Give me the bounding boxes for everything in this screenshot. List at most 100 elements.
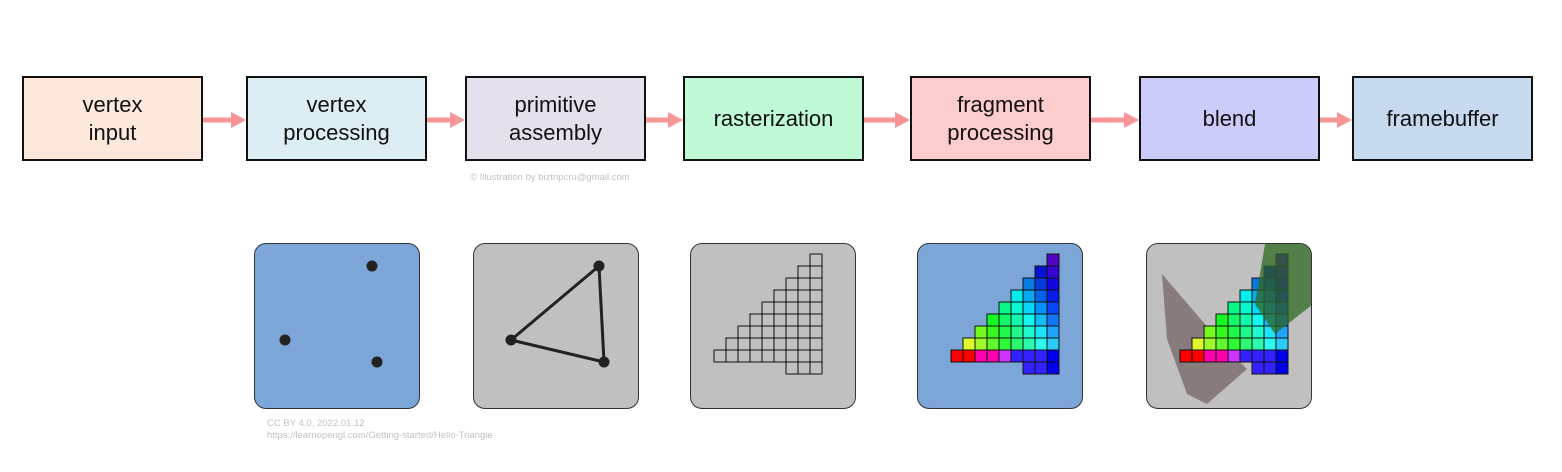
- stage-primitive-assembly: primitive assembly: [465, 76, 646, 161]
- fragment-cell: [1203, 349, 1217, 363]
- fragment-cell: [1227, 325, 1241, 339]
- fragment-cell: [1046, 325, 1060, 339]
- blended-shape: [1255, 244, 1311, 334]
- fragment-cell: [1034, 277, 1048, 291]
- fragment-cell: [797, 325, 811, 339]
- fragment-cell: [998, 301, 1012, 315]
- fragment-cell: [773, 337, 787, 351]
- license-url: https://learnopengl.com/Getting-started/…: [267, 430, 493, 441]
- fragment-cell: [1010, 301, 1024, 315]
- fragment-cell: [1022, 313, 1036, 327]
- fragment-cell: [809, 361, 823, 375]
- fragment-cell: [1034, 349, 1048, 363]
- fragment-cell: [1046, 349, 1060, 363]
- fragment-cell: [1034, 265, 1048, 279]
- fragment-cell: [1275, 349, 1289, 363]
- fragment-cell: [809, 265, 823, 279]
- illustration-credit: © Illustration by biztripcru@gmail.com: [470, 172, 630, 183]
- fragment-cell: [1239, 289, 1253, 303]
- fragment-cell: [773, 325, 787, 339]
- fragment-cell: [809, 253, 823, 267]
- thumb-raster-grid: [690, 243, 856, 409]
- fragment-cell: [1179, 349, 1193, 363]
- fragment-cell: [1215, 337, 1229, 351]
- fragment-cell: [1239, 349, 1253, 363]
- fragment-cell: [749, 337, 763, 351]
- fragment-cell: [1239, 301, 1253, 315]
- vertex-dot: [279, 334, 291, 346]
- fragment-cell: [1191, 349, 1205, 363]
- fragment-cell: [1251, 349, 1265, 363]
- fragment-cell: [737, 325, 751, 339]
- fragment-cell: [974, 325, 988, 339]
- fragment-cell: [1239, 325, 1253, 339]
- stage-rasterization: rasterization: [683, 76, 864, 161]
- fragment-cell: [1034, 313, 1048, 327]
- triangle-illustration: [505, 260, 610, 368]
- vertex-dot: [593, 260, 605, 272]
- fragment-cell: [962, 337, 976, 351]
- fragment-cell: [761, 313, 775, 327]
- fragment-cell: [773, 313, 787, 327]
- stage-label: framebuffer: [1386, 105, 1499, 131]
- fragment-cell: [998, 325, 1012, 339]
- fragment-cell: [1275, 337, 1289, 351]
- fragment-cell: [785, 301, 799, 315]
- fragment-cell: [797, 277, 811, 291]
- fragment-cell: [950, 349, 964, 363]
- fragment-cell: [1203, 325, 1217, 339]
- fragment-cell: [1034, 301, 1048, 315]
- fragment-cell: [986, 349, 1000, 363]
- fragment-cell: [785, 277, 799, 291]
- fragments-illustration: [950, 253, 1060, 375]
- arrow-icon: [203, 112, 246, 128]
- fragment-cell: [1203, 337, 1217, 351]
- arrow-icon: [1091, 112, 1139, 128]
- fragment-cell: [713, 349, 727, 363]
- stage-label: fragment processing: [947, 91, 1054, 145]
- triangle-outline: [509, 264, 606, 364]
- fragment-cell: [809, 349, 823, 363]
- fragment-cell: [797, 265, 811, 279]
- fragment-cell: [1046, 253, 1060, 267]
- stage-vertex-processing: vertex processing: [246, 76, 427, 161]
- fragment-cell: [761, 349, 775, 363]
- fragment-cell: [1215, 349, 1229, 363]
- fragment-cell: [761, 325, 775, 339]
- fragment-cell: [797, 301, 811, 315]
- fragment-cell: [809, 313, 823, 327]
- fragment-cell: [1251, 313, 1265, 327]
- fragment-cell: [1275, 361, 1289, 375]
- fragment-cell: [725, 349, 739, 363]
- raster-grid-illustration: [713, 253, 823, 375]
- fragment-cell: [785, 337, 799, 351]
- fragment-cell: [725, 337, 739, 351]
- fragment-cell: [1251, 325, 1265, 339]
- fragment-cell: [761, 337, 775, 351]
- stage-label: vertex input: [82, 91, 143, 145]
- fragment-cell: [1010, 313, 1024, 327]
- fragment-cell: [773, 301, 787, 315]
- fragment-cell: [797, 349, 811, 363]
- arrow-icon: [646, 112, 683, 128]
- fragment-cell: [1022, 337, 1036, 351]
- license-text: CC BY 4.0, 2022.01.12: [267, 418, 365, 429]
- stage-label: rasterization: [713, 105, 834, 131]
- fragment-cell: [797, 289, 811, 303]
- stage-label: vertex processing: [283, 91, 390, 145]
- vertices-illustration: [279, 260, 383, 368]
- fragment-cell: [809, 337, 823, 351]
- fragment-cell: [1034, 337, 1048, 351]
- fragment-cell: [785, 361, 799, 375]
- fragment-cell: [1010, 337, 1024, 351]
- fragment-cell: [773, 349, 787, 363]
- vertex-dot: [598, 356, 610, 368]
- fragment-cell: [1227, 313, 1241, 327]
- license-credit: CC BY 4.0, 2022.01.12 https://learnopeng…: [267, 418, 493, 442]
- fragment-cell: [1046, 301, 1060, 315]
- fragment-cell: [1022, 361, 1036, 375]
- fragment-cell: [1191, 337, 1205, 351]
- fragment-cell: [1022, 301, 1036, 315]
- fragment-cell: [1251, 337, 1265, 351]
- fragment-cell: [1227, 337, 1241, 351]
